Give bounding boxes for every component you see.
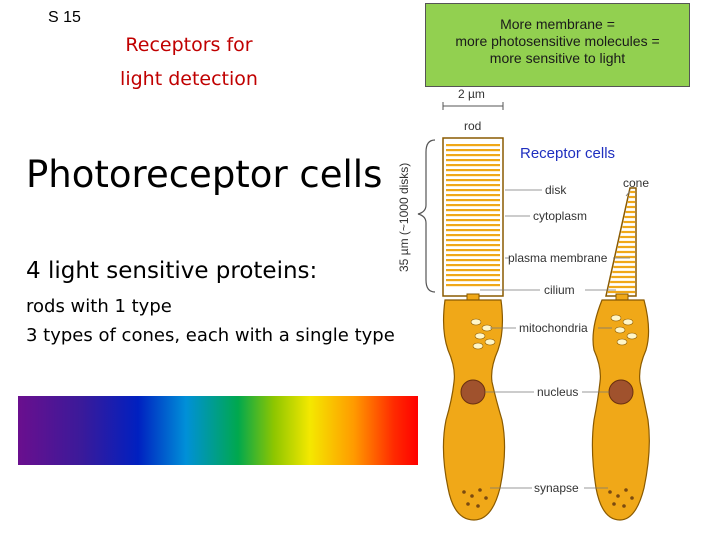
rod-mitochondrion	[472, 342, 484, 350]
rod-disk	[446, 209, 500, 212]
callout-line-3: more sensitive to light	[489, 50, 626, 66]
rod-disk	[446, 244, 500, 247]
cytoplasm-label: cytoplasm	[533, 209, 587, 223]
cone-mitochondrion	[622, 318, 634, 326]
callout-line-2: more photosensitive molecules =	[455, 33, 660, 49]
rod-synaptic-vesicles	[462, 488, 488, 508]
rod-disk	[446, 169, 500, 172]
length-brace	[417, 139, 436, 293]
rod-disk	[446, 269, 500, 272]
rod-disk	[446, 204, 500, 207]
rod-disk	[446, 279, 500, 282]
rod-mitochondrion	[474, 332, 486, 340]
rod-disk	[446, 179, 500, 182]
leader-lines	[480, 189, 631, 489]
rod-disk	[446, 254, 500, 257]
cone-disk-stack	[607, 190, 635, 294]
cone-label: cone	[623, 176, 649, 190]
nucleus-label: nucleus	[537, 385, 578, 399]
rod-disk	[446, 154, 500, 157]
light-spectrum	[18, 396, 418, 465]
rod-disk	[446, 229, 500, 232]
cone-mitochondrion	[614, 326, 626, 334]
rod-disk	[446, 234, 500, 237]
receptor-cells-diagram: Receptor cells 2 µm rod 35 µm (~1000 dis…	[397, 87, 650, 521]
rod-disk	[446, 144, 500, 147]
rod-disk	[446, 219, 500, 222]
rod-inner-segment	[442, 299, 506, 521]
synapse-label: synapse	[534, 481, 579, 495]
rod-mitochondrion	[484, 338, 496, 346]
rod-nucleus	[460, 379, 486, 405]
rod-cell	[442, 137, 506, 521]
cone-mitochondrion	[616, 338, 628, 346]
cone-mitochondrion	[610, 314, 622, 322]
rod-disk	[446, 259, 500, 262]
rod-mitochondrion	[470, 318, 482, 326]
proteins-heading: 4 light sensitive proteins:	[26, 258, 318, 284]
rod-disk	[446, 149, 500, 152]
rod-disk	[446, 174, 500, 177]
cilium-label: cilium	[544, 283, 575, 297]
diagram-heading: Receptor cells	[520, 145, 615, 162]
rod-disk	[446, 164, 500, 167]
cones-detail: 3 types of cones, each with a single typ…	[26, 325, 395, 346]
callout-line-1: More membrane =	[500, 16, 615, 32]
subtitle: Receptors for light detection	[120, 34, 258, 90]
rod-disk-stack	[446, 144, 500, 287]
mitochondria-label: mitochondria	[519, 321, 588, 335]
disk-label: disk	[545, 183, 567, 197]
rod-label: rod	[464, 119, 481, 133]
rod-disk	[446, 184, 500, 187]
rod-disk	[446, 224, 500, 227]
rod-disk	[446, 199, 500, 202]
callout-box: More membrane = more photosensitive mole…	[425, 3, 690, 87]
rod-disk	[446, 159, 500, 162]
rod-disk	[446, 214, 500, 217]
rod-disk	[446, 189, 500, 192]
rod-disk	[446, 264, 500, 267]
rod-disk	[446, 194, 500, 197]
cone-synaptic-vesicles	[608, 488, 634, 508]
main-title: Photoreceptor cells	[26, 153, 383, 196]
rod-outer-segment	[442, 137, 504, 297]
cone-cell	[591, 187, 650, 521]
cone-inner-segment	[591, 299, 650, 521]
rod-disk	[446, 249, 500, 252]
cone-nucleus	[608, 379, 634, 405]
plasma-membrane-label: plasma membrane	[508, 251, 608, 265]
cone-mitochondria	[610, 314, 638, 346]
rods-detail: rods with 1 type	[26, 296, 172, 317]
rod-disk	[446, 284, 500, 287]
cone-mitochondrion	[626, 332, 638, 340]
slide-number: S 15	[48, 9, 81, 26]
scale-bar-label: 2 µm	[458, 87, 485, 101]
rod-disk	[446, 274, 500, 277]
rod-disk	[446, 239, 500, 242]
length-label: 35 µm (~1000 disks)	[397, 163, 411, 272]
leader-cone	[625, 190, 631, 197]
